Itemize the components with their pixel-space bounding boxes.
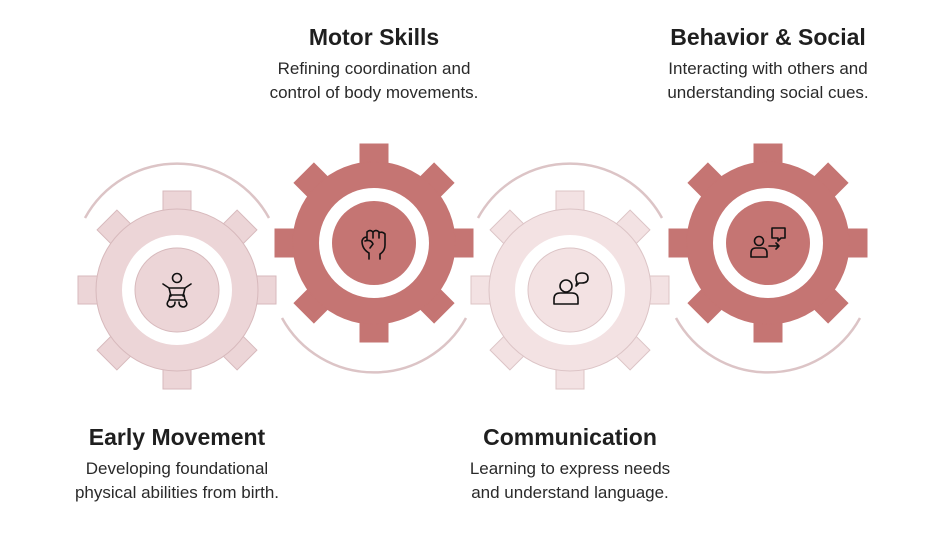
stage-behavior-social: Behavior & Social Interacting with other…	[618, 23, 918, 105]
description-line: Learning to express needs	[469, 459, 671, 478]
description-line: control of body movements.	[269, 83, 479, 102]
stage-communication: Communication Learning to express needs …	[420, 423, 720, 505]
baby-icon	[162, 272, 192, 308]
description-line: Interacting with others and	[668, 59, 868, 78]
arc-decoration	[476, 162, 664, 219]
description-line: Refining coordination and	[277, 59, 471, 78]
arc-decoration	[674, 317, 862, 374]
stage-early-movement: Early Movement Developing foundational p…	[27, 423, 327, 505]
description-line: and understand language.	[471, 483, 669, 502]
person-interaction-icon	[750, 227, 786, 258]
gear-communication	[470, 190, 670, 390]
stage-title: Motor Skills	[308, 24, 440, 50]
stage-description: Developing foundational physical abiliti…	[27, 457, 327, 505]
gear-behavior-social	[668, 143, 868, 343]
stage-description: Learning to express needs and understand…	[420, 457, 720, 505]
fist-icon	[361, 229, 386, 260]
stage-title: Communication	[483, 424, 657, 450]
stage-description: Interacting with others and understandin…	[618, 57, 918, 105]
stage-motor-skills: Motor Skills Refining coordination and c…	[224, 23, 524, 105]
description-line: physical abilities from birth.	[74, 483, 280, 502]
stage-description: Refining coordination and control of bod…	[224, 57, 524, 105]
arc-decoration	[83, 162, 271, 219]
stage-title: Behavior & Social	[670, 24, 866, 50]
person-speech-icon	[553, 272, 589, 305]
stage-title: Early Movement	[88, 424, 266, 450]
arc-decoration	[280, 317, 468, 374]
description-line: Developing foundational	[85, 459, 269, 478]
gear-early-movement	[77, 190, 277, 390]
gear-motor-skills	[274, 143, 474, 343]
description-line: understanding social cues.	[667, 83, 869, 102]
